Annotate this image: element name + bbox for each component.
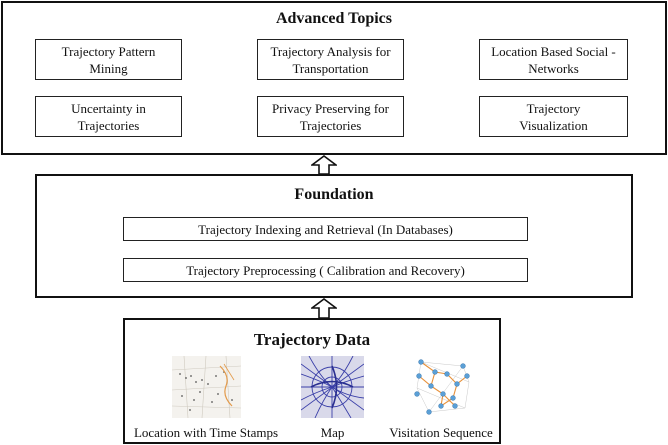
visitation-sequence-image [414, 359, 470, 415]
topic-location-social-networks: Location Based Social - Networks [479, 39, 628, 80]
topic-pattern-mining: Trajectory Pattern Mining [35, 39, 182, 80]
topic-uncertainty: Uncertainty in Trajectories [35, 96, 182, 137]
caption-visitation-sequence: Visitation Sequence [389, 425, 493, 440]
up-arrow-icon [311, 298, 337, 319]
location-timestamps-image [172, 356, 241, 418]
map-image [301, 356, 364, 418]
topic-privacy-preserving: Privacy Preserving for Trajectories [257, 96, 404, 137]
caption-map: Map [320, 425, 345, 440]
caption-location-timestamps: Location with Time Stamps [133, 425, 279, 440]
trajectory-data-title: Trajectory Data [253, 330, 371, 349]
foundation-title: Foundation [294, 186, 374, 203]
advanced-topics-title: Advanced Topics [275, 10, 393, 27]
advanced-topics-box: Advanced Topics Trajectory Pattern Minin… [1, 1, 667, 155]
topic-analysis-transportation: Trajectory Analysis for Transportation [257, 39, 404, 80]
foundation-preprocessing: Trajectory Preprocessing ( Calibration a… [123, 258, 528, 282]
foundation-indexing-retrieval: Trajectory Indexing and Retrieval (In Da… [123, 217, 528, 241]
up-arrow-icon [311, 155, 337, 175]
foundation-box: Foundation Trajectory Indexing and Retri… [35, 174, 633, 298]
topic-visualization: Trajectory Visualization [479, 96, 628, 137]
